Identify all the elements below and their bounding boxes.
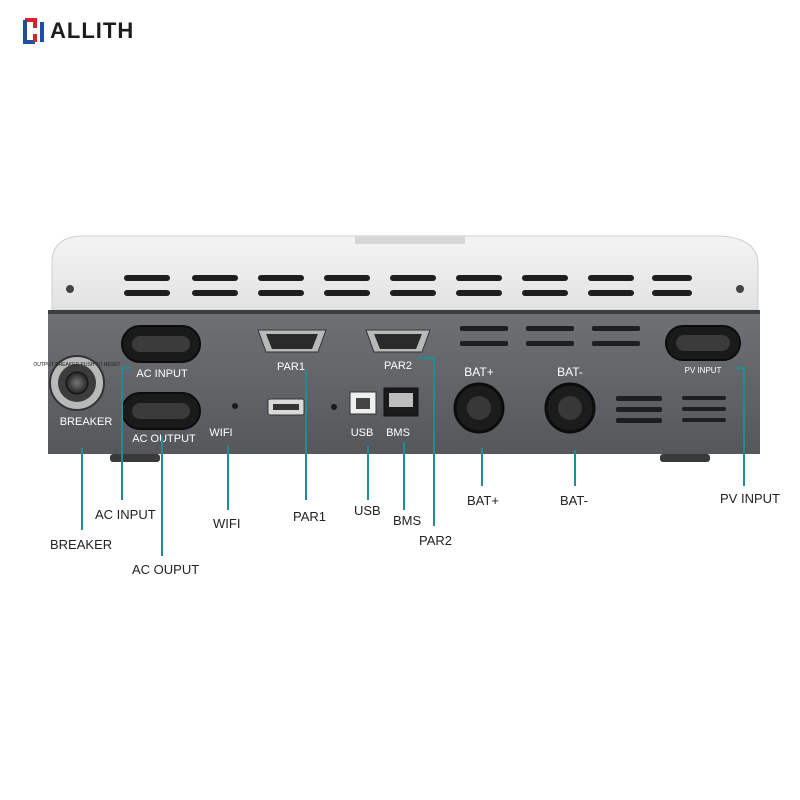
callout-wifi: WIFI	[213, 516, 241, 531]
wifi-led	[232, 403, 238, 409]
top-vents	[124, 275, 692, 296]
housing-top	[51, 235, 759, 311]
callout-ac-output: AC OUPUT	[132, 562, 200, 577]
callout-ac-input: AC INPUT	[95, 507, 156, 522]
panel-vents	[460, 326, 726, 423]
callout-bat-plus: BAT+	[467, 493, 499, 508]
callout-usb: USB	[354, 503, 381, 518]
breaker-label: BREAKER	[60, 416, 113, 428]
brand-logo-icon	[23, 18, 44, 44]
leader-lines	[81, 357, 745, 556]
par1-panel-label: PAR1	[277, 361, 305, 373]
callout-par1: PAR1	[293, 509, 326, 524]
pv-input-panel-label: PV INPUT	[685, 366, 722, 375]
screw-left	[66, 285, 74, 293]
screw-right	[736, 285, 744, 293]
breaker-knob	[49, 355, 105, 411]
callout-breaker: BREAKER	[50, 537, 113, 552]
callout-bat-minus: BAT-	[560, 493, 588, 508]
brand-logo: ALLITH	[22, 16, 134, 46]
ac-output-panel-label: AC OUTPUT	[132, 433, 196, 445]
breaker-ring-text: OUTPUT BREAKER PUSH TO RESET	[33, 362, 120, 368]
brand-logo-text: ALLITH	[50, 18, 135, 43]
bms-panel-label: BMS	[386, 427, 410, 439]
callout-bms: BMS	[393, 513, 422, 528]
callout-pv-input: PV INPUT	[720, 491, 780, 506]
callout-par2: PAR2	[419, 533, 452, 548]
bat-minus-panel-label: BAT-	[557, 365, 583, 379]
par2-panel-label: PAR2	[384, 360, 412, 372]
ac-input-panel-label: AC INPUT	[136, 368, 188, 380]
wifi-panel-label: WIFI	[209, 427, 232, 439]
bat-plus-panel-label: BAT+	[464, 365, 493, 379]
usb-panel-label: USB	[351, 427, 374, 439]
